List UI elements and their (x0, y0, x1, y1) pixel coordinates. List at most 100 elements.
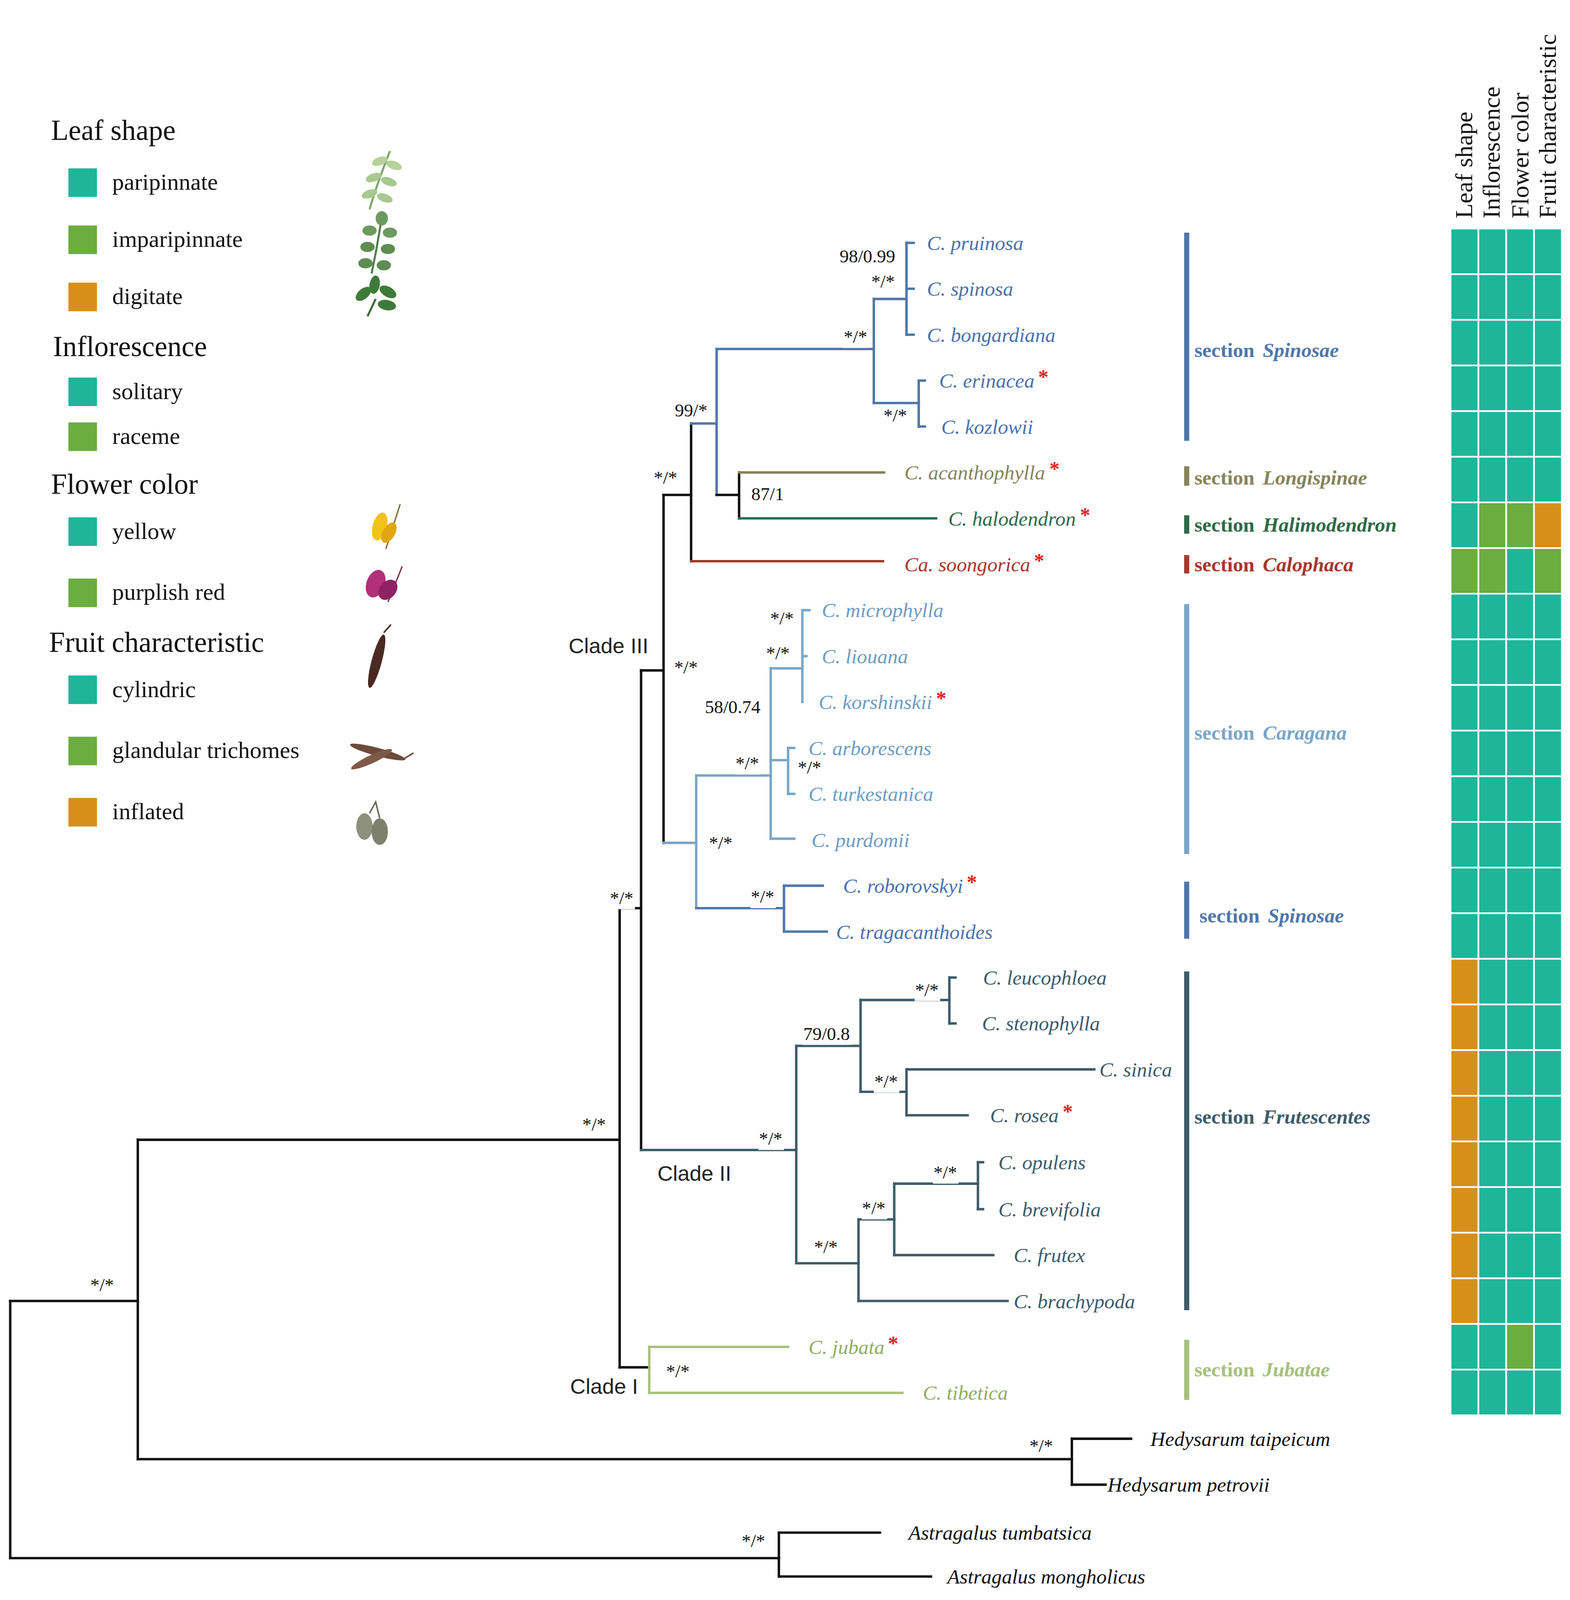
leaflet (380, 243, 396, 254)
trait-cell (1478, 1278, 1507, 1325)
trait-cell (1478, 1187, 1507, 1234)
fruit-icon (356, 801, 388, 845)
legend-text: inflated (112, 799, 185, 826)
trait-cell (1478, 1004, 1507, 1051)
support-value: */* (740, 1530, 767, 1552)
trait-cell (1450, 228, 1479, 275)
branch (873, 297, 907, 300)
branch (788, 792, 795, 796)
branch (691, 560, 884, 563)
branch (769, 668, 772, 839)
pod (356, 813, 373, 840)
branch (788, 746, 795, 749)
marker-asterisk: * (1049, 457, 1060, 481)
legend-swatch (68, 168, 98, 197)
trait-cell (1533, 593, 1562, 640)
marker-asterisk: * (1038, 365, 1049, 389)
flower-icon (368, 504, 401, 550)
trait-cell (1478, 274, 1507, 321)
branch (715, 348, 718, 495)
section-word: section (1194, 465, 1255, 490)
trait-cell (1450, 867, 1479, 914)
branch (779, 1531, 881, 1534)
trait-cell (1478, 730, 1507, 777)
support-value: */* (734, 752, 760, 775)
taxon-name: Hedysarum taipeicum (1150, 1427, 1330, 1451)
support-value: */* (860, 1197, 887, 1219)
leaflet (377, 298, 397, 312)
leaflet (370, 154, 390, 168)
branch (784, 930, 828, 933)
trait-cell (1505, 776, 1534, 823)
trait-cell (1505, 867, 1534, 914)
trait-cell (1533, 1369, 1562, 1416)
branch (977, 1207, 983, 1211)
trait-cell (1505, 822, 1534, 868)
branch (948, 977, 951, 1024)
branch (618, 908, 621, 1368)
branch (906, 1114, 968, 1117)
section-bar (1184, 971, 1190, 1311)
branch (949, 976, 956, 979)
section-name: Frutescentes (1262, 1105, 1371, 1129)
branch (737, 472, 741, 518)
support-value: */* (673, 656, 700, 679)
section-name: Calophaca (1262, 553, 1354, 577)
branch (694, 775, 698, 908)
section-name: Halimodendron (1262, 513, 1397, 537)
trait-cell (1533, 365, 1562, 412)
section-bar (1184, 881, 1190, 940)
trait-cell (1533, 411, 1562, 457)
branch (137, 1457, 1072, 1461)
taxon-name: C. spinosa (926, 277, 1014, 301)
stalk (369, 801, 380, 819)
support-value: 99/* (673, 399, 709, 422)
leaf-icon (358, 211, 398, 274)
trait-cell (1533, 548, 1562, 594)
trait-cell (1478, 1141, 1507, 1188)
branch (784, 884, 823, 887)
branch (640, 670, 643, 1150)
trait-cell (1533, 958, 1562, 1005)
branch (872, 299, 876, 404)
branch (691, 422, 717, 425)
branch (619, 1366, 650, 1369)
trait-cell (1505, 1095, 1534, 1142)
marker-asterisk: * (1034, 549, 1045, 573)
trait-cell (1505, 320, 1534, 366)
trait-cell (1450, 1324, 1479, 1370)
support-value: */* (932, 1161, 959, 1184)
taxon-name: Hedysarum petrovii (1107, 1473, 1270, 1497)
trait-cell (1533, 1278, 1562, 1325)
legend-text: solitary (112, 378, 183, 406)
section-word: section (1194, 338, 1255, 362)
branch (796, 1262, 859, 1265)
trait-cell (1505, 1187, 1534, 1234)
branch (857, 1219, 860, 1302)
section-name: Longispinae (1262, 466, 1368, 490)
trait-cell (1505, 593, 1534, 640)
trait-cell (1505, 548, 1534, 594)
legend-heading: Flower color (51, 468, 198, 502)
support-value: */* (796, 756, 823, 779)
trait-cell (1478, 1233, 1507, 1279)
support-value: */* (764, 642, 791, 664)
support-value: */* (749, 886, 776, 908)
taxon-name: C. erinacea (939, 368, 1035, 393)
section-word: section (1194, 1104, 1255, 1128)
branch (689, 423, 693, 561)
trait-cell (1533, 684, 1562, 731)
clade-label: Clade I (570, 1374, 639, 1400)
branch (716, 347, 874, 351)
branch (770, 837, 795, 840)
branch (906, 333, 914, 336)
trait-cell (1478, 867, 1507, 914)
leaflet (360, 187, 379, 201)
trait-cell (1505, 913, 1534, 960)
trait-cell (1450, 1004, 1479, 1051)
support-value: */* (665, 1361, 691, 1383)
taxon-name: C. halodendron (948, 506, 1076, 530)
taxon-name: C. frutex (1013, 1243, 1085, 1267)
taxon-name: C. liouana (821, 644, 908, 668)
legend-swatch (68, 225, 98, 254)
